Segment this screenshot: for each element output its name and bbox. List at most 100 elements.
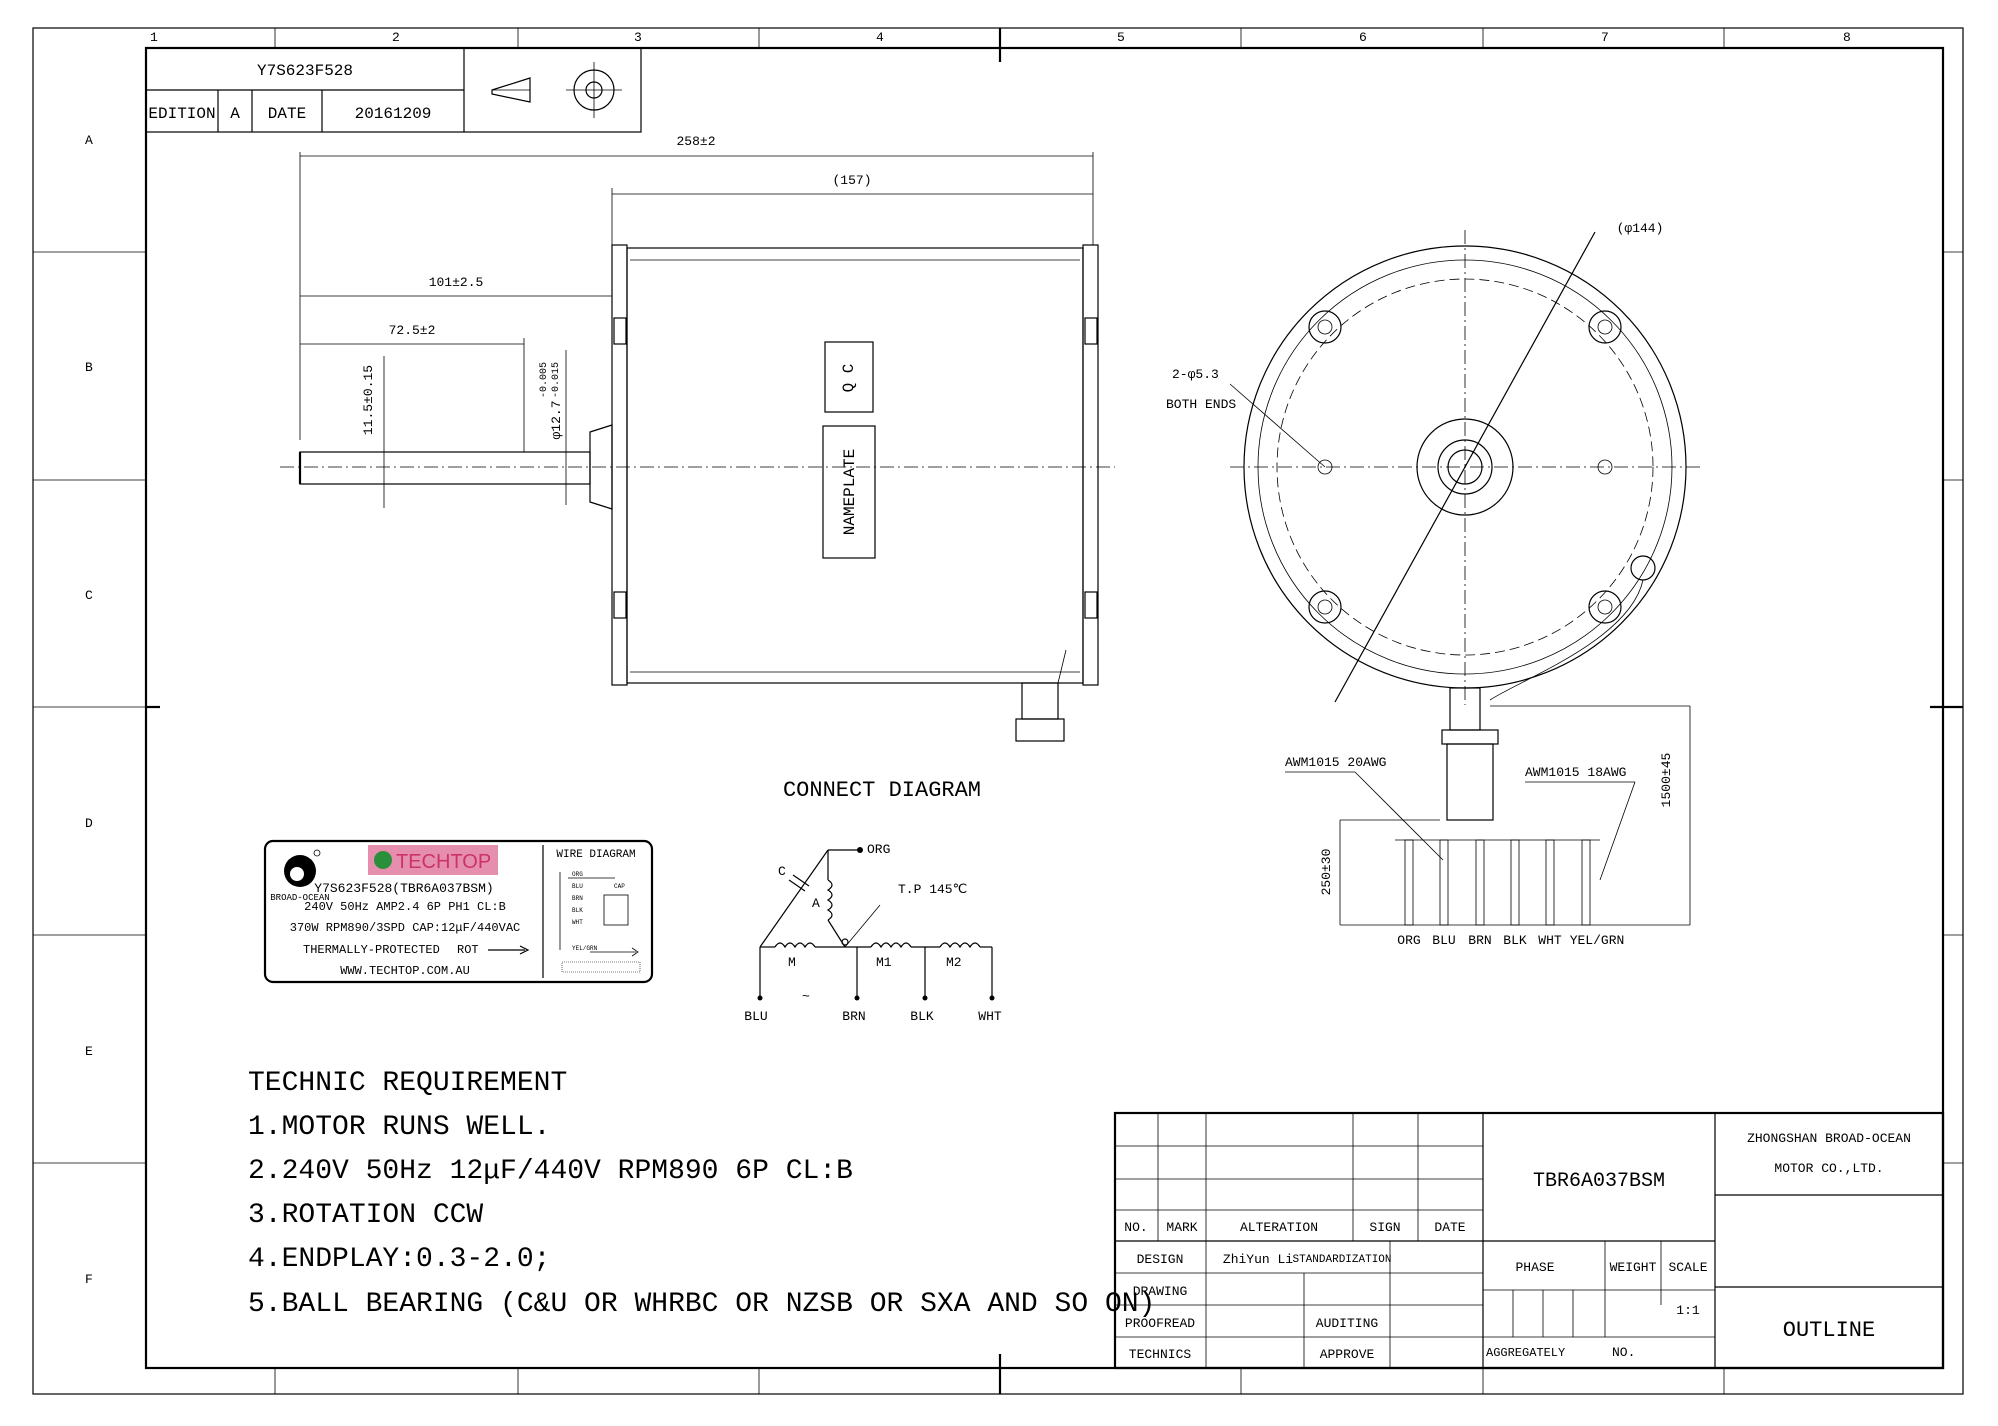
col-label: 8 <box>1843 30 1851 45</box>
lead-color-label: BLU <box>1432 933 1455 948</box>
side-view: 258±2 (157) 101±2.5 72.5±2 11.5±0.15 φ12… <box>280 134 1115 742</box>
label-web: WWW.TECHTOP.COM.AU <box>340 964 470 978</box>
rot-arrow-icon <box>519 945 530 955</box>
coil-m1-icon <box>870 942 912 949</box>
awg-left: AWM1015 20AWG <box>1285 755 1386 770</box>
tb-company-line1: ZHONGSHAN BROAD-OCEAN <box>1747 1131 1911 1146</box>
cd-tilde: ~ <box>802 989 810 1004</box>
tb-company-line2: MOTOR CO.,LTD. <box>1774 1161 1883 1176</box>
qc-label: Q C <box>840 364 858 393</box>
broad-ocean-logo-icon <box>284 849 321 887</box>
dim-body-length: (157) <box>832 173 871 188</box>
cd-org: ORG <box>867 842 890 857</box>
col-label: 7 <box>1601 30 1609 45</box>
dim-lead-length: 1500±45 <box>1659 753 1674 808</box>
barcode-icon <box>561 961 641 973</box>
nameplate-label: BROAD-OCEAN TECHTOP Y7S623F528(TBR6A037B… <box>263 839 654 984</box>
wire-item: BRN <box>572 895 583 902</box>
label-line2: 240V 50Hz AMP2.4 6P PH1 CL:B <box>304 900 506 914</box>
tb-sign: SIGN <box>1369 1220 1400 1235</box>
row-label: B <box>85 360 93 375</box>
col-label: 6 <box>1359 30 1367 45</box>
ground-lug-icon <box>1630 555 1656 581</box>
cd-m: M <box>788 955 796 970</box>
coil-a-icon <box>826 879 833 921</box>
end-view: (φ144) 2-φ5.3 BOTH ENDS 1500±45 250±30 A… <box>1166 221 1700 948</box>
awg-right: AWM1015 18AWG <box>1525 765 1626 780</box>
tb-design: DESIGN <box>1137 1252 1184 1267</box>
tb-mark: MARK <box>1166 1220 1197 1235</box>
wire-item: WHT <box>572 919 583 926</box>
capacitor-icon <box>788 874 810 892</box>
thermal-protector-icon <box>841 938 849 946</box>
nameplate-body-label: NAMEPLATE <box>841 449 859 535</box>
rear-end-cap <box>1082 244 1099 686</box>
col-label: 3 <box>634 30 642 45</box>
drawing-code: Y7S623F528 <box>257 62 353 80</box>
tb-scale-value: 1:1 <box>1676 1303 1700 1318</box>
grid-column-labels: 1 2 3 4 5 6 7 8 <box>150 30 1851 45</box>
tb-scale: SCALE <box>1668 1260 1707 1275</box>
technic-requirement: TECHNIC REQUIREMENT 1.MOTOR RUNS WELL. 2… <box>248 1068 1155 1320</box>
requirement-item: 4.ENDPLAY:0.3-2.0; <box>248 1244 550 1275</box>
lead-wires <box>1395 839 1600 926</box>
wire-item: ORG <box>572 871 583 878</box>
tb-part-no: TBR6A037BSM <box>1533 1170 1665 1193</box>
tb-phase: PHASE <box>1515 1260 1554 1275</box>
cd-blu: BLU <box>744 1009 767 1024</box>
wire-item: YEL/GRN <box>572 945 598 952</box>
tb-auditing: AUDITING <box>1316 1316 1378 1331</box>
edition-value: A <box>230 105 240 123</box>
dim-shaft-diameter: φ12.7 <box>549 400 564 439</box>
date-value: 20161209 <box>355 105 432 123</box>
cd-a: A <box>812 896 820 911</box>
date-label: DATE <box>268 105 306 123</box>
tb-no2: NO. <box>1612 1345 1635 1360</box>
tb-outline: OUTLINE <box>1783 1318 1875 1343</box>
lead-color-label: WHT <box>1538 933 1562 948</box>
cd-tp: T.P 145℃ <box>898 882 967 897</box>
tb-drawing: DRAWING <box>1133 1284 1188 1299</box>
tb-weight: WEIGHT <box>1610 1260 1657 1275</box>
dim-body-diameter: (φ144) <box>1617 221 1664 236</box>
dim-shaft-tol-upper: -0.005 <box>539 362 550 398</box>
requirement-item: 3.ROTATION CCW <box>248 1200 483 1231</box>
coil-m2-icon <box>939 942 981 949</box>
connect-diagram-title: CONNECT DIAGRAM <box>783 778 981 803</box>
projection-symbol-icon <box>491 62 622 118</box>
wire-diagram-title: WIRE DIAGRAM <box>556 849 635 861</box>
dim-shaft-tol-lower: -0.015 <box>551 362 562 398</box>
cd-cap: C <box>778 864 786 879</box>
wire-item: BLU <box>572 883 583 890</box>
requirement-item: 5.BALL BEARING (C&U OR WHRBC OR NZSB OR … <box>248 1289 1155 1320</box>
tb-aggregately: AGGREGATELY <box>1486 1346 1565 1360</box>
tb-standardization: STANDARDIZATION <box>1292 1254 1391 1266</box>
front-end-cap <box>611 244 628 686</box>
row-label: F <box>85 1272 93 1287</box>
coil-m-icon <box>774 942 816 949</box>
label-model: Y7S623F528(TBR6A037BSM) <box>314 881 493 896</box>
dim-flat-depth: 11.5±0.15 <box>361 365 376 435</box>
col-label: 1 <box>150 30 158 45</box>
mount-boss-icon <box>1308 310 1622 624</box>
tb-approve: APPROVE <box>1320 1347 1375 1362</box>
dim-shaft-to-flange: 101±2.5 <box>429 275 484 290</box>
tb-date: DATE <box>1434 1220 1465 1235</box>
col-label: 2 <box>392 30 400 45</box>
tb-no: NO. <box>1124 1220 1147 1235</box>
tb-technics: TECHNICS <box>1129 1347 1192 1362</box>
label-line4: THERMALLY-PROTECTED <box>303 943 440 957</box>
tb-proofread: PROOFREAD <box>1125 1316 1195 1331</box>
brand-name: BROAD-OCEAN <box>270 893 329 903</box>
row-label: A <box>85 133 93 148</box>
wire-arrow-icon <box>631 947 639 957</box>
label-line3: 370W RPM890/3SPD CAP:12μF/440VAC <box>290 921 520 935</box>
lead-color-label: ORG <box>1397 933 1420 948</box>
cd-m1: M1 <box>876 955 892 970</box>
connect-diagram: CONNECT DIAGRAM ORG C A T.P 145℃ M M1 M2 <box>744 778 1002 1024</box>
row-label: E <box>85 1044 93 1059</box>
motor-shaft <box>299 451 591 485</box>
dim-shaft-length: 72.5±2 <box>389 323 436 338</box>
label-rot: ROT <box>457 943 479 957</box>
techtop-logo-text: TECHTOP <box>396 851 491 873</box>
